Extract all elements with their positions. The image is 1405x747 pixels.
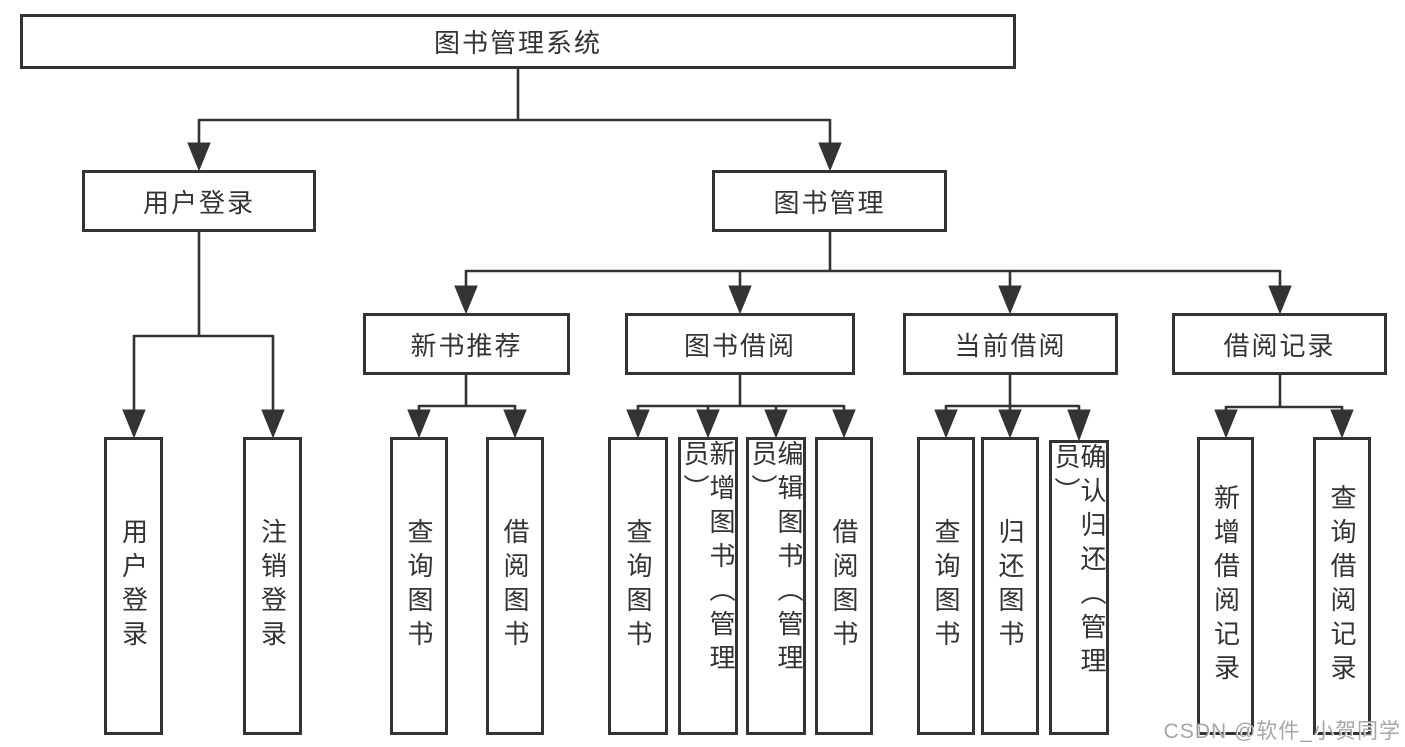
leaf-user-login: 用户登录 bbox=[104, 437, 163, 735]
leaf-cb-query-books: 查询图书 bbox=[917, 437, 975, 735]
csdn-watermark: CSDN @软件_小贺同学 bbox=[1163, 720, 1401, 743]
node-current-borrowing: 当前借阅 bbox=[903, 313, 1118, 375]
leaf-cb-confirm-return-admin: 确认归还（管理员） bbox=[1049, 440, 1109, 735]
leaf-nbr-borrow-books: 借阅图书 bbox=[486, 437, 544, 735]
leaf-label: 确认归还（管理员） bbox=[1051, 443, 1107, 681]
leaf-label: 编辑图书（管理员） bbox=[748, 440, 804, 678]
leaf-nbr-query-books: 查询图书 bbox=[390, 437, 448, 735]
leaf-label: 新增借阅记录 bbox=[1210, 484, 1241, 688]
node-book-borrowing: 图书借阅 bbox=[625, 313, 855, 375]
leaf-label: 查询图书 bbox=[931, 518, 961, 654]
node-new-book-recommend: 新书推荐 bbox=[363, 313, 570, 375]
node-label: 图书借阅 bbox=[683, 330, 796, 361]
node-book-management: 图书管理 bbox=[712, 170, 947, 232]
leaf-cb-return-books: 归还图书 bbox=[981, 437, 1039, 735]
node-label: 借阅记录 bbox=[1223, 330, 1336, 361]
leaf-bb-add-books-admin: 新增图书（管理员） bbox=[678, 437, 738, 735]
node-label: 图书管理系统 bbox=[433, 28, 602, 58]
leaf-label: 新增图书（管理员） bbox=[680, 440, 736, 678]
leaf-label: 查询图书 bbox=[404, 518, 434, 654]
leaf-logout: 注销登录 bbox=[243, 437, 302, 735]
leaf-label: 查询图书 bbox=[623, 518, 653, 654]
leaf-bb-edit-books-admin: 编辑图书（管理员） bbox=[746, 437, 806, 735]
node-label: 新书推荐 bbox=[410, 330, 523, 361]
leaf-br-add-record: 新增借阅记录 bbox=[1197, 437, 1254, 735]
leaf-bb-borrow-books: 借阅图书 bbox=[815, 437, 873, 735]
leaf-bb-query-books: 查询图书 bbox=[608, 437, 668, 735]
leaf-label: 归还图书 bbox=[995, 518, 1025, 654]
node-library-system: 图书管理系统 bbox=[20, 14, 1016, 69]
node-user-login: 用户登录 bbox=[82, 170, 316, 232]
leaf-label: 借阅图书 bbox=[500, 518, 530, 654]
node-borrow-records: 借阅记录 bbox=[1172, 313, 1387, 375]
leaf-label: 查询借阅记录 bbox=[1327, 484, 1357, 688]
node-label: 图书管理 bbox=[773, 187, 886, 218]
leaf-label: 注销登录 bbox=[257, 518, 288, 654]
leaf-br-query-record: 查询借阅记录 bbox=[1313, 437, 1371, 735]
leaf-label: 借阅图书 bbox=[829, 518, 859, 654]
node-label: 当前借阅 bbox=[954, 330, 1067, 361]
node-label: 用户登录 bbox=[142, 187, 255, 218]
leaf-label: 用户登录 bbox=[118, 518, 149, 654]
